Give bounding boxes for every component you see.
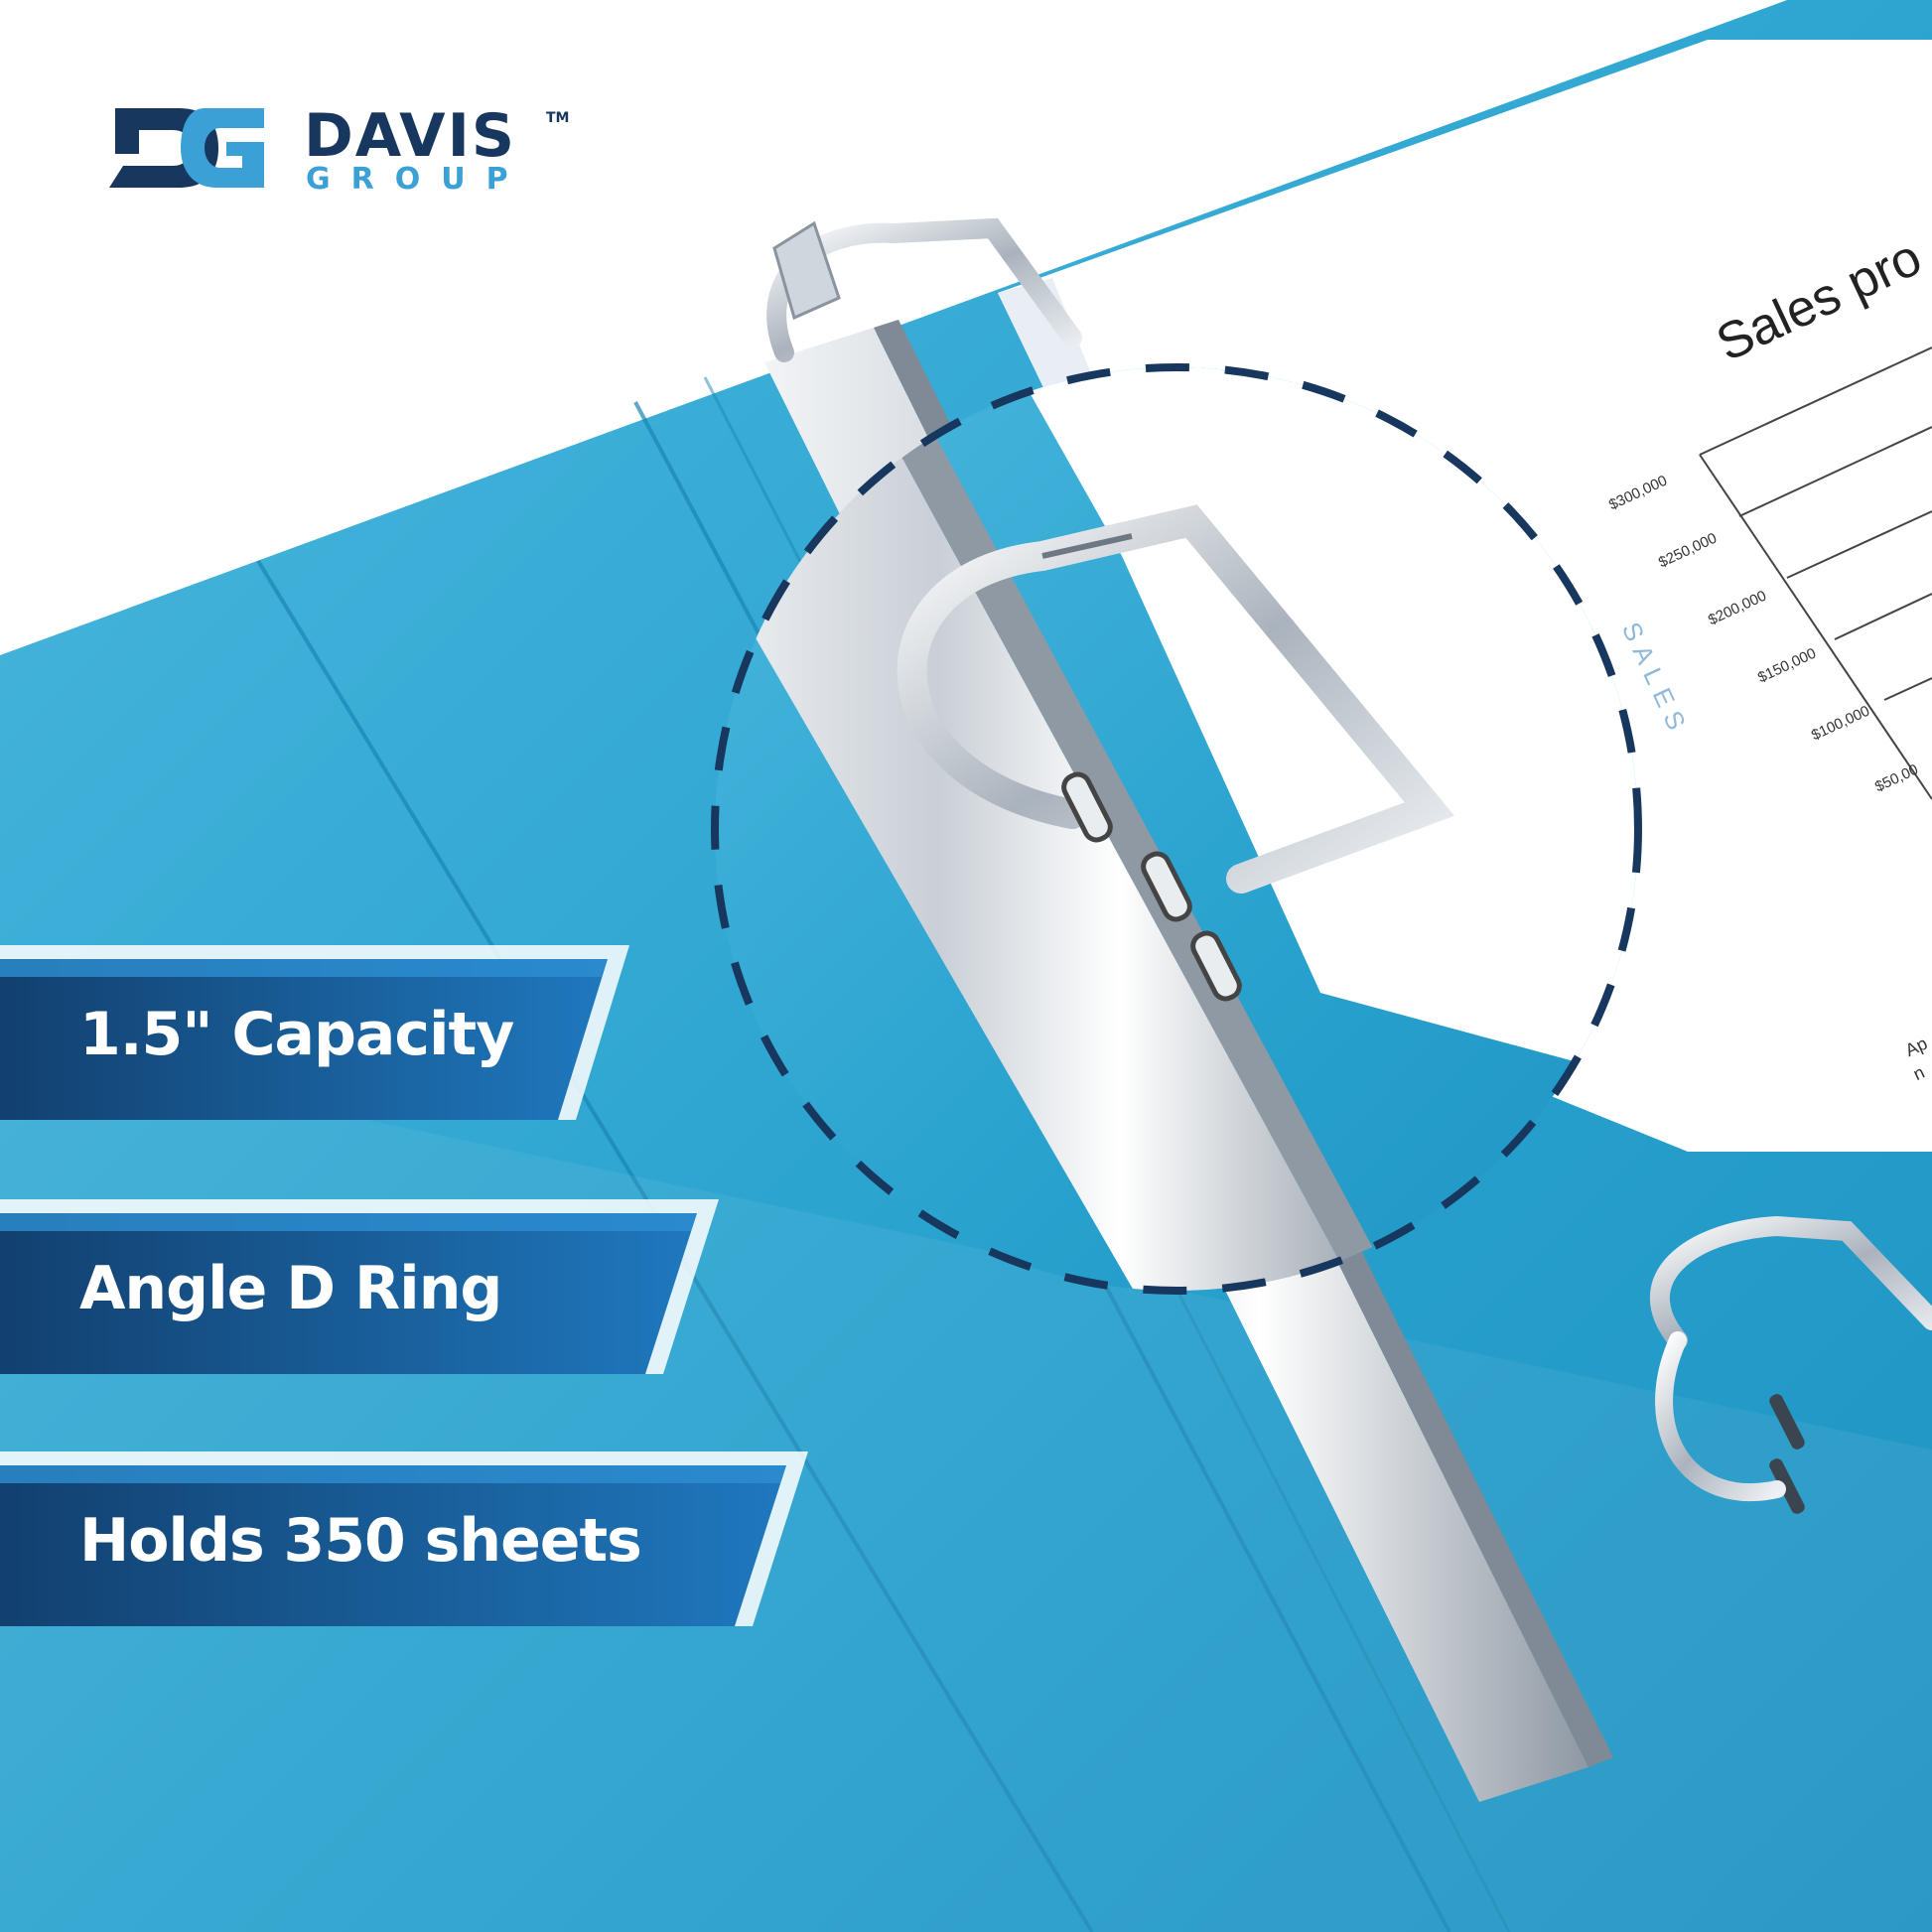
brand-trademark: TM (546, 110, 570, 126)
paper-chart-grid (1699, 346, 1932, 800)
dg-monogram-icon (109, 108, 264, 188)
magnified-ring-detail (715, 367, 1638, 1291)
feature-label: Holds 350 sheets (79, 1506, 642, 1576)
feature-label: 1.5" Capacity (79, 1000, 514, 1069)
magnifier-dashed-circle (711, 363, 1642, 1295)
brand-logo: DAVIS TM GROUP (109, 104, 586, 204)
brand-word: DAVIS (304, 101, 517, 171)
feature-banner-sheets: Holds 350 sheets (0, 1451, 814, 1630)
feature-banner-ring: Angle D Ring (0, 1199, 725, 1378)
brand-subword: GROUP (306, 162, 529, 197)
feature-label: Angle D Ring (79, 1254, 502, 1323)
feature-banner-capacity: 1.5" Capacity (0, 945, 635, 1124)
